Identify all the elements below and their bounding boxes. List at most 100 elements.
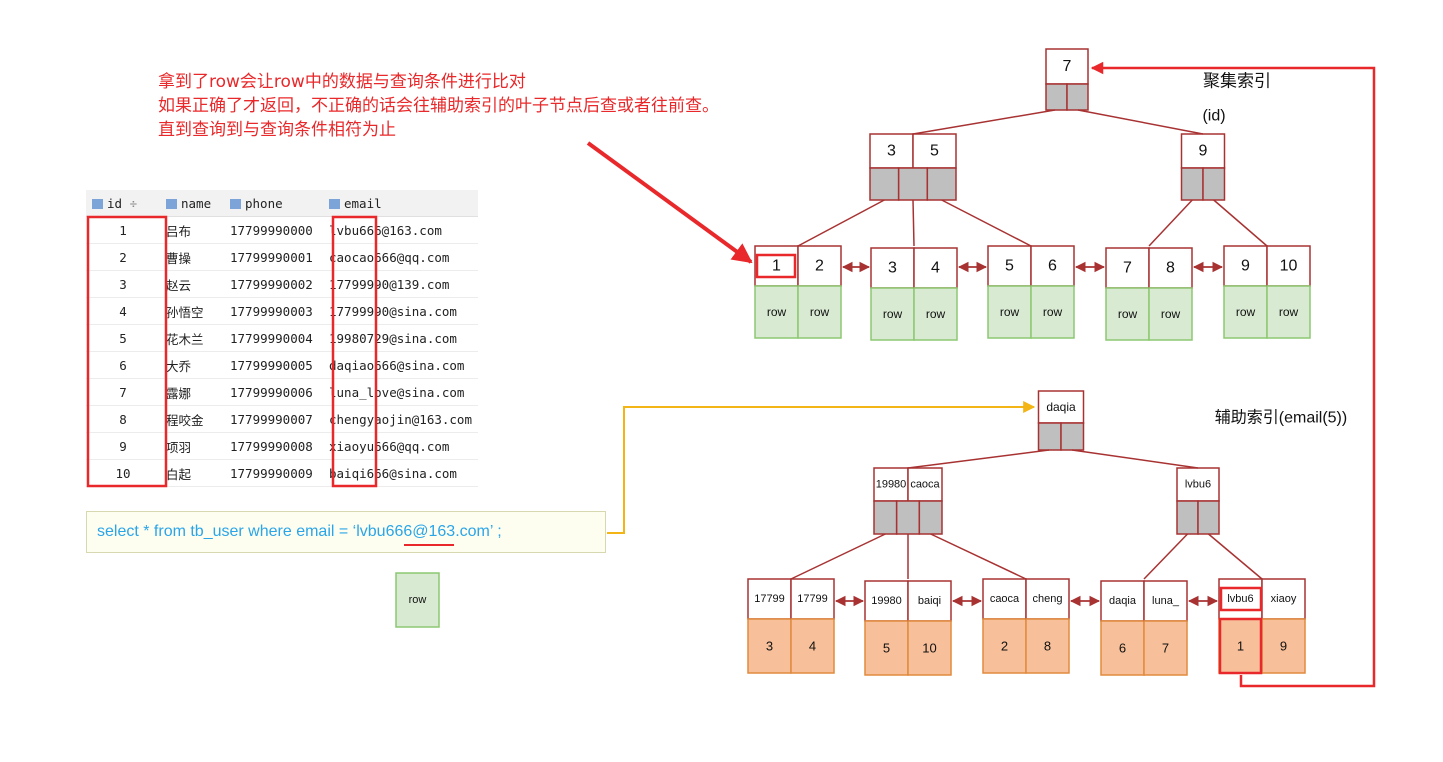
column-header-name[interactable]: name	[160, 190, 224, 217]
index-key-label: 19980	[876, 479, 907, 491]
leaf-data-cell	[1148, 287, 1193, 341]
table-cell-id: 4	[86, 297, 160, 325]
leaf-key-label: 1	[772, 258, 781, 275]
table-cell-phone: 17799990004	[224, 324, 323, 352]
index-pointer-cell	[1060, 422, 1085, 451]
column-icon	[329, 198, 340, 209]
table-cell-phone: 17799990003	[224, 297, 323, 325]
leaf-data-cell	[1143, 620, 1188, 676]
leaf-key-cell	[1105, 247, 1150, 289]
table-cell-id: 8	[86, 405, 160, 433]
column-header-phone[interactable]: phone	[224, 190, 323, 217]
index-pointer-cell	[1045, 83, 1068, 111]
leaf-data-label: 4	[809, 639, 816, 654]
leaf-data-label: row	[1161, 307, 1181, 321]
table-cell-phone: 17799990005	[224, 351, 323, 379]
leaf-data-cell	[907, 620, 952, 676]
sql-statement: select * from tb_user where email = ‘lvb…	[86, 511, 606, 553]
leaf-key-cell	[797, 245, 842, 287]
table-cell-id: 3	[86, 270, 160, 298]
leaf-key-label: 6	[1048, 258, 1057, 275]
leaf-key-cell	[987, 245, 1032, 287]
table-cell-email: 17799990@139.com	[323, 270, 478, 298]
table-cell-phone: 17799990009	[224, 459, 323, 487]
index-key-cell	[1176, 467, 1220, 502]
leaf-data-cell	[1025, 618, 1070, 674]
leaf-data-label: row	[926, 307, 946, 321]
table-cell-email: baiqi666@sina.com	[323, 459, 478, 487]
table-header-row: id ÷ name phone email	[86, 190, 478, 217]
leaf-data-label: row	[1000, 305, 1020, 319]
table-cell-phone: 17799990007	[224, 405, 323, 433]
annotation-line: 直到查询到与查询条件相符为止	[158, 120, 396, 140]
index-pointer-cell	[918, 500, 943, 535]
column-icon	[166, 198, 177, 209]
table-cell-email: chengyaojin@163.com	[323, 405, 478, 433]
column-header-id[interactable]: id ÷	[86, 190, 160, 217]
table-cell-email: 19980729@sina.com	[323, 324, 478, 352]
table-cell-email: caocao666@qq.com	[323, 243, 478, 271]
leaf-key-label: daqia	[1109, 595, 1137, 607]
index-pointer-cell	[1202, 167, 1226, 201]
table-cell-id: 6	[86, 351, 160, 379]
table-cell-phone: 17799990006	[224, 378, 323, 406]
table-cell-name: 白起	[160, 459, 224, 487]
index-key-cell	[1037, 390, 1085, 424]
leaf-data-cell	[1105, 287, 1150, 341]
leaf-key-label: 19980	[871, 595, 902, 607]
leaf-data-cell	[913, 287, 958, 341]
tree-edge	[1071, 449, 1199, 469]
leaf-data-cell	[1261, 618, 1306, 674]
leaf-data-cell	[754, 285, 799, 339]
table-cell-name: 花木兰	[160, 324, 224, 352]
leaf-key-cell	[1218, 578, 1263, 620]
leaf-key-label: caoca	[990, 593, 1020, 605]
leaf-data-cell	[987, 285, 1032, 339]
leaf-key-label: lvbu6	[1227, 593, 1253, 605]
index-pointer-cell	[869, 167, 900, 201]
leaf-data-label: row	[810, 305, 830, 319]
table-cell-phone: 17799990008	[224, 432, 323, 460]
leaf-data-cell	[1266, 285, 1311, 339]
index-pointer-cell	[1197, 500, 1220, 535]
matched-key-highlight	[1219, 586, 1263, 612]
index-pointer-cell	[873, 500, 898, 535]
table-cell-name: 吕布	[160, 216, 224, 244]
index-key-label: 7	[1063, 58, 1072, 75]
table-cell-name: 露娜	[160, 378, 224, 406]
table-cell-name: 大乔	[160, 351, 224, 379]
fetched-row-box	[395, 572, 440, 628]
table-cell-name: 项羽	[160, 432, 224, 460]
table-cell-name: 赵云	[160, 270, 224, 298]
clustered-index-title: 聚集索引	[1203, 72, 1271, 91]
table-cell-name: 程咬金	[160, 405, 224, 433]
table-cell-name: 孙悟空	[160, 297, 224, 325]
index-pointer-cell	[895, 500, 921, 535]
tree-edge	[1148, 199, 1193, 247]
leaf-key-label: 10	[1280, 258, 1298, 275]
index-pointer-cell	[897, 167, 929, 201]
table-cell-id: 7	[86, 378, 160, 406]
leaf-data-label: 7	[1162, 641, 1169, 656]
annotation-line: 拿到了row会让row中的数据与查询条件进行比对	[158, 72, 526, 92]
index-pointer-cell	[1176, 500, 1199, 535]
leaf-key-cell	[1223, 245, 1268, 287]
clustered-index-subtitle: (id)	[1202, 108, 1225, 125]
leaf-key-cell	[1148, 247, 1193, 289]
column-header-email[interactable]: email	[323, 190, 478, 217]
column-icon	[230, 198, 241, 209]
index-pointer-cell	[1180, 167, 1204, 201]
table-cell-id: 2	[86, 243, 160, 271]
sql-underline	[404, 544, 454, 546]
